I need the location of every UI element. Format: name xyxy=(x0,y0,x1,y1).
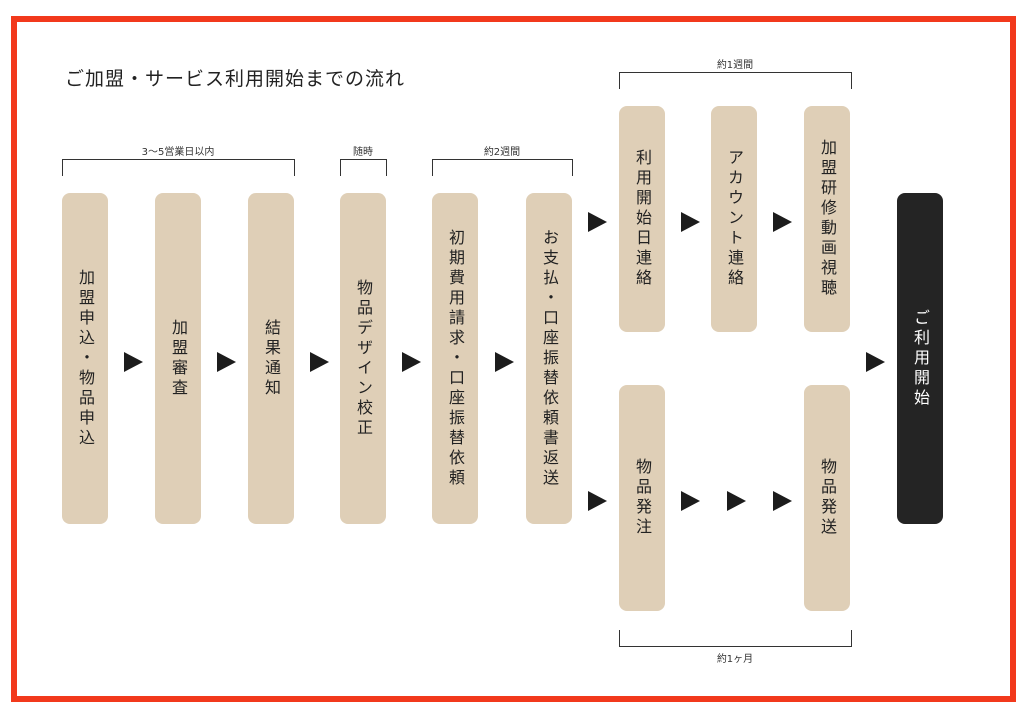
step-apply-box: 加盟申込・物品申込 xyxy=(62,193,108,524)
step-payment-label: お支払・口座振替依頼書返送 xyxy=(540,228,559,489)
step-start-notice-label: 利用開始日連絡 xyxy=(633,149,652,289)
step-review-box: 加盟審査 xyxy=(155,193,201,524)
step-ship-label: 物品発送 xyxy=(818,458,837,538)
arrow-right-icon xyxy=(588,491,607,511)
step-result-label: 結果通知 xyxy=(262,318,281,399)
arrow-right-icon xyxy=(681,212,700,232)
duration-label-one-month: 約1ヶ月 xyxy=(716,654,754,665)
step-order-label: 物品発注 xyxy=(633,458,652,538)
step-account-box: アカウント連絡 xyxy=(711,106,757,332)
step-account-label: アカウント連絡 xyxy=(725,149,744,289)
duration-bracket-anytime xyxy=(340,159,387,176)
arrow-right-icon xyxy=(681,491,700,511)
step-apply-label: 加盟申込・物品申込 xyxy=(76,268,95,449)
step-review-label: 加盟審査 xyxy=(169,318,188,399)
arrow-right-icon xyxy=(727,491,746,511)
duration-bracket-two-weeks xyxy=(432,159,573,176)
duration-label-anytime: 随時 xyxy=(353,147,373,158)
step-design-label: 物品デザイン校正 xyxy=(354,278,373,439)
arrow-right-icon xyxy=(310,352,329,372)
arrow-right-icon xyxy=(588,212,607,232)
page-title: ご加盟・サービス利用開始までの流れ xyxy=(65,68,406,90)
arrow-right-icon xyxy=(402,352,421,372)
duration-bracket-business-days xyxy=(62,159,295,176)
arrow-right-icon xyxy=(773,212,792,232)
step-begin-label: ご利用開始 xyxy=(911,308,930,409)
duration-label-two-weeks: 約2週間 xyxy=(483,147,521,158)
step-order-box: 物品発注 xyxy=(619,385,665,611)
step-begin-box: ご利用開始 xyxy=(897,193,943,524)
arrow-right-icon xyxy=(124,352,143,372)
arrow-right-icon xyxy=(866,352,885,372)
step-design-box: 物品デザイン校正 xyxy=(340,193,386,524)
arrow-right-icon xyxy=(217,352,236,372)
step-billing-box: 初期費用請求・口座振替依頼 xyxy=(432,193,478,524)
step-start-notice-box: 利用開始日連絡 xyxy=(619,106,665,332)
step-payment-box: お支払・口座振替依頼書返送 xyxy=(526,193,572,524)
step-billing-label: 初期費用請求・口座振替依頼 xyxy=(446,228,465,489)
step-ship-box: 物品発送 xyxy=(804,385,850,611)
step-training-label: 加盟研修動画視聴 xyxy=(818,139,837,299)
step-training-box: 加盟研修動画視聴 xyxy=(804,106,850,332)
arrow-right-icon xyxy=(773,491,792,511)
duration-label-business-days: 3～5営業日以内 xyxy=(141,147,215,158)
duration-bracket-one-month xyxy=(619,630,852,647)
arrow-right-icon xyxy=(495,352,514,372)
step-result-box: 結果通知 xyxy=(248,193,294,524)
duration-label-one-week: 約1週間 xyxy=(716,60,754,71)
duration-bracket-one-week xyxy=(619,72,852,89)
